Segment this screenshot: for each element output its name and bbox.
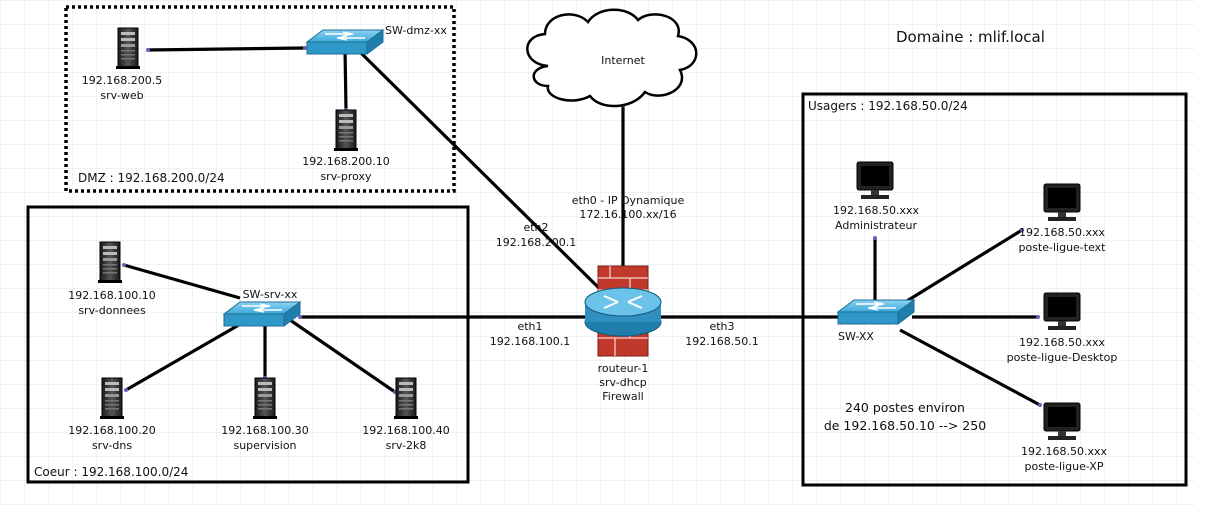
server-proxy-name: srv-proxy xyxy=(320,170,372,183)
server-donnees-ip: 192.168.100.10 xyxy=(68,289,155,302)
workstation-admin-name: Administrateur xyxy=(835,219,917,232)
link-web-swdmz xyxy=(147,46,306,52)
server-icon xyxy=(252,377,278,420)
coeur-zone xyxy=(26,205,470,484)
workstation-xp-name: poste-ligue-XP xyxy=(1025,460,1104,473)
switch-usagers-icon xyxy=(837,299,915,325)
server-icon xyxy=(115,27,141,70)
router-eth0-label: eth0 - IP Dynamique xyxy=(572,194,685,207)
router-eth3-label: eth3 xyxy=(709,320,734,333)
switch-srv-label: SW-srv-xx xyxy=(243,288,298,301)
workstation-xp-ip: 192.168.50.xxx xyxy=(1021,445,1107,458)
server-icon xyxy=(393,377,419,420)
router-eth2-label: eth2 xyxy=(523,221,548,234)
workstation-text-ip: 192.168.50.xxx xyxy=(1019,226,1105,239)
link-swxx-text xyxy=(901,228,1023,306)
link-donnees-swsrv xyxy=(123,263,241,300)
link-swsrv-2k8 xyxy=(289,318,396,394)
dmz-zone xyxy=(64,5,456,193)
router-eth3-ip: 192.168.50.1 xyxy=(685,335,758,348)
server-icon xyxy=(333,109,359,152)
server-dns-name: srv-dns xyxy=(92,439,132,452)
server-2k8-name: srv-2k8 xyxy=(386,439,427,452)
usagers-zone xyxy=(801,92,1188,487)
router-eth2-ip: 192.168.200.1 xyxy=(496,236,576,249)
router-eth1-ip: 192.168.100.1 xyxy=(490,335,570,348)
server-dns-ip: 192.168.100.20 xyxy=(68,424,155,437)
router-firewall-icon xyxy=(584,265,662,357)
link-swdmz-proxy xyxy=(343,47,348,111)
workstation-desktop-name: poste-ligue-Desktop xyxy=(1007,351,1118,364)
range-note-line1: 240 postes environ xyxy=(845,400,965,415)
internet-cloud-icon xyxy=(526,8,698,108)
switch-dmz-icon xyxy=(306,29,384,55)
server-proxy-ip: 192.168.200.10 xyxy=(302,155,389,168)
switch-srv-icon xyxy=(223,301,301,327)
internet-label: Internet xyxy=(601,54,645,67)
links xyxy=(123,46,1041,407)
server-web-name: srv-web xyxy=(100,89,143,102)
link-swxx-xp xyxy=(899,328,1041,407)
server-supervision-ip: 192.168.100.30 xyxy=(221,424,308,437)
domain-title: Domaine : mlif.local xyxy=(896,28,1045,46)
server-supervision-name: supervision xyxy=(233,439,296,452)
server-icon xyxy=(97,241,123,284)
link-swsrv-dns xyxy=(125,320,245,392)
router-dhcp: srv-dhcp xyxy=(599,376,646,389)
router-eth1-label: eth1 xyxy=(517,320,542,333)
switch-dmz-label: SW-dmz-xx xyxy=(385,24,447,37)
workstation-desktop-ip: 192.168.50.xxx xyxy=(1019,336,1105,349)
server-web-ip: 192.168.200.5 xyxy=(82,74,162,87)
server-2k8-ip: 192.168.100.40 xyxy=(362,424,449,437)
range-note-line2: de 192.168.50.10 --> 250 xyxy=(824,418,986,433)
router-firewall: Firewall xyxy=(602,390,643,403)
switch-usagers-label: SW-XX xyxy=(838,330,874,343)
link-swdmz-router xyxy=(358,50,605,294)
dmz-zone-label: DMZ : 192.168.200.0/24 xyxy=(78,171,225,185)
server-icon xyxy=(99,377,125,420)
workstation-admin-ip: 192.168.50.xxx xyxy=(833,204,919,217)
coeur-zone-label: Coeur : 192.168.100.0/24 xyxy=(34,465,188,479)
workstation-text-name: poste-ligue-text xyxy=(1018,241,1106,254)
usagers-zone-label: Usagers : 192.168.50.0/24 xyxy=(808,99,968,113)
server-donnees-name: srv-donnees xyxy=(78,304,146,317)
router-eth0-ip: 172.16.100.xx/16 xyxy=(579,208,676,221)
router-name: routeur-1 xyxy=(598,362,649,375)
